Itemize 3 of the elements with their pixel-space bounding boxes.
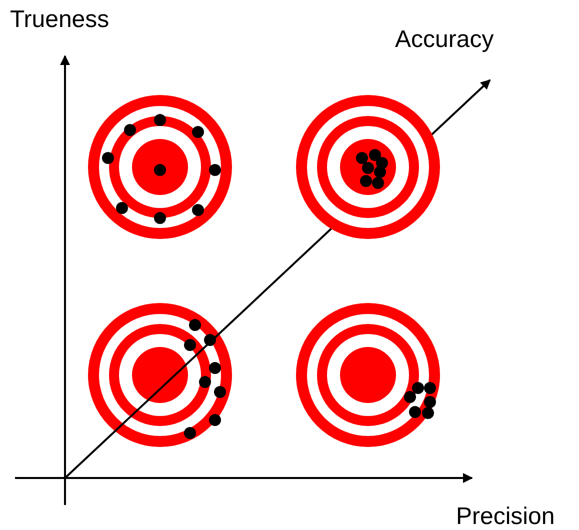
- axis-label: Precision: [456, 505, 555, 529]
- axis-label: Trueness: [10, 8, 110, 32]
- arrow-label: Accuracy: [395, 28, 494, 52]
